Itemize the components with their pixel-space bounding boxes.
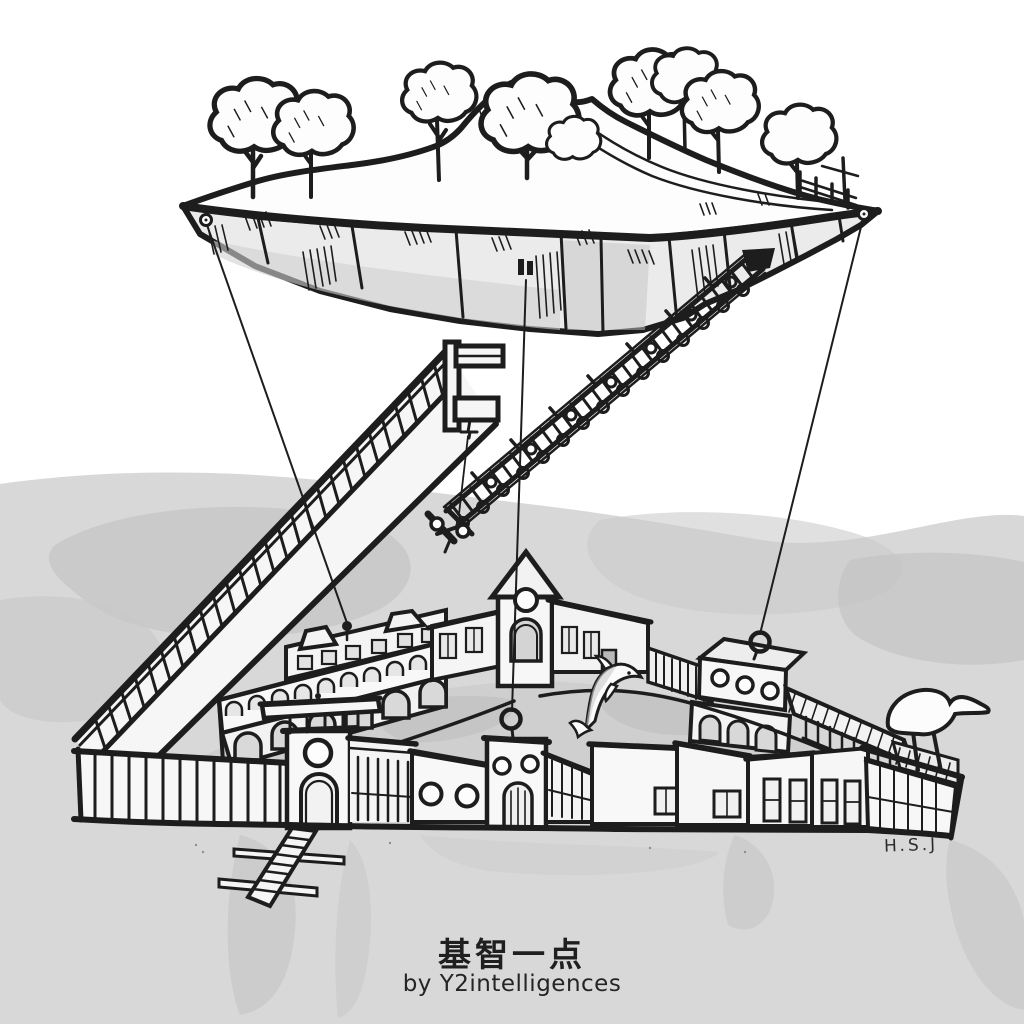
back-building-right [545, 597, 654, 674]
pavilion [257, 693, 383, 735]
ground-speckles [194, 841, 747, 854]
gate-tower-window [302, 737, 334, 769]
caption-byline: by Y2intelligences [402, 971, 622, 997]
caption-title: 基智一点 [438, 935, 586, 974]
town-front [71, 693, 965, 909]
building-plain-wide [586, 741, 683, 826]
rock-hatching [207, 224, 799, 319]
bridge-posts [470, 276, 714, 483]
building-round-windows [407, 748, 492, 824]
ground-line [71, 816, 953, 839]
building-square-window [672, 740, 753, 827]
ring-tower [481, 707, 552, 831]
whale-tail-sculpture [885, 687, 991, 773]
grass-hatching [244, 103, 770, 265]
dolphin [568, 654, 645, 740]
ramp-balusters [93, 362, 445, 750]
cable-ball-left [342, 621, 352, 631]
building-tall-windows-a [743, 750, 817, 828]
building-tall-windows-b [810, 745, 870, 829]
cliff-fence [795, 156, 860, 210]
front-wall [71, 746, 292, 824]
ramp-top-dock [442, 339, 506, 515]
artist-signature: H.S.J [883, 834, 939, 857]
boardwalk [217, 825, 346, 909]
tether-cables [206, 218, 864, 712]
arcade-small-arches [224, 654, 428, 716]
dolphin-pectoral-fin [603, 682, 619, 704]
blockhouse [687, 630, 809, 755]
dolphin-dorsal-fin [593, 654, 614, 671]
back-building-left [425, 608, 506, 683]
rope-bridge [424, 248, 775, 554]
gate-arch [299, 772, 339, 828]
church-tower [486, 547, 564, 689]
corner-glass-building [859, 745, 965, 841]
colonnade-band [646, 645, 714, 705]
cable-anchors [199, 207, 871, 275]
dolphin-eye [627, 671, 631, 675]
bridge-rope-loops [456, 275, 750, 530]
building-slat-wall [345, 735, 419, 823]
giant-ramp [71, 339, 506, 800]
bridge-dangling-end [424, 506, 475, 554]
island-trees [210, 46, 836, 200]
dolphin-tail [568, 719, 594, 740]
